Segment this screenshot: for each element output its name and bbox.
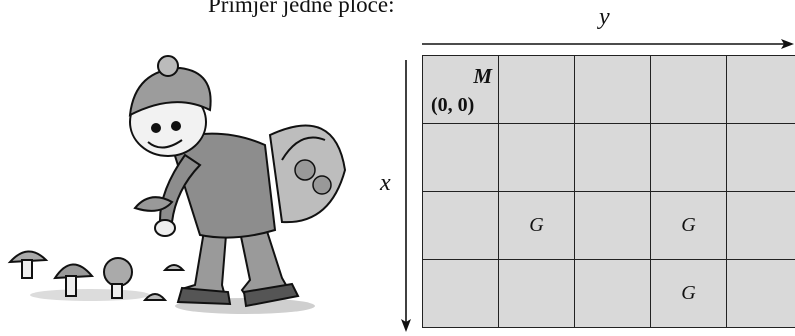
y-axis-label: y	[599, 4, 610, 30]
grid-cell	[727, 260, 795, 328]
cell-mark: G	[681, 214, 696, 236]
cell-coordinate-label: (0, 0)	[431, 94, 475, 116]
grid-cell	[727, 192, 795, 260]
grid-cell	[499, 260, 575, 328]
grid-cell	[423, 260, 499, 328]
cell-mark: G	[529, 214, 544, 236]
caption: Primjer jedne ploče:	[208, 0, 395, 17]
grid-cell: G	[499, 192, 575, 260]
cell-top-label: M	[473, 64, 492, 88]
grid-cell	[727, 56, 795, 124]
grid-cell: M (0, 0)	[423, 56, 499, 124]
grid-cell	[499, 124, 575, 192]
grid-cell	[575, 260, 651, 328]
grid-cell	[651, 124, 727, 192]
cell-mark: G	[681, 282, 696, 304]
grid-cell	[575, 192, 651, 260]
grid-cell	[423, 124, 499, 192]
grid-cell	[575, 56, 651, 124]
grid-cell: G	[651, 192, 727, 260]
grid-cell	[423, 192, 499, 260]
board-grid: M (0, 0) G G G	[422, 55, 795, 328]
grid-cell	[727, 124, 795, 192]
grid-cell	[575, 124, 651, 192]
y-axis-arrow	[422, 39, 794, 49]
grid-cell	[499, 56, 575, 124]
grid-cell	[651, 56, 727, 124]
boy-picking-mushrooms-illustration	[7, 55, 347, 314]
grid-cell: G	[651, 260, 727, 328]
x-axis-label: x	[380, 170, 391, 196]
x-axis-arrow	[401, 60, 411, 332]
